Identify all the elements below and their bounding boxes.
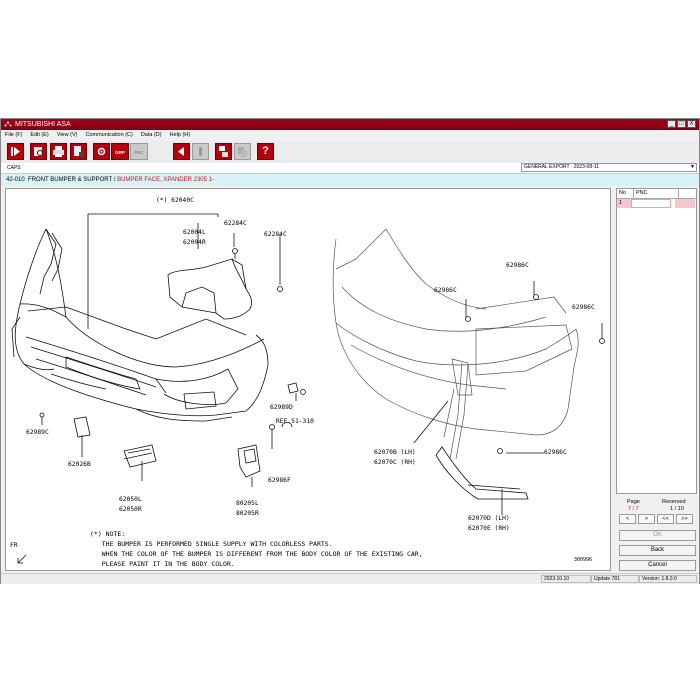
catalog-date: 2023-08-11: [573, 164, 599, 170]
caps-row: CAPS GENERAL EXPORT 2023-08-11 ▼: [1, 163, 699, 174]
toolbar: GRP PNC ?: [1, 141, 699, 164]
column-no[interactable]: No: [617, 189, 634, 198]
label-62989c[interactable]: 62989C: [26, 429, 49, 436]
current-illustration: BUMPER FACE, XPANDER 2305 1-: [117, 177, 214, 183]
print-preview-icon[interactable]: [30, 143, 47, 160]
exit-icon[interactable]: [7, 143, 24, 160]
bumper-illustration: [11, 213, 605, 564]
label-62284c[interactable]: 62284C: [224, 220, 247, 227]
label-62040c[interactable]: (*) 62040C: [156, 197, 194, 204]
menu-help[interactable]: Help (H): [169, 132, 191, 138]
group-name[interactable]: FRONT BUMPER & SUPPORT: [28, 177, 113, 183]
status-date: 2023.10.10: [541, 575, 591, 583]
menu-edit[interactable]: Edit (E): [30, 132, 49, 138]
window-controls: _ □ X: [667, 120, 696, 128]
group-code: 42-010: [6, 177, 25, 183]
help-icon[interactable]: ?: [257, 143, 274, 160]
page-value: 7 / 7: [628, 506, 639, 512]
pnc-list: No PNC 1: [616, 188, 697, 494]
label-62070d[interactable]: 62070D (LH): [468, 515, 510, 522]
status-bar: 2023.10.10 Update 781 Version: 1.8.0.0: [1, 573, 699, 584]
settings-icon[interactable]: [93, 143, 110, 160]
menu-view[interactable]: View (V): [56, 132, 78, 138]
label-62986c-4[interactable]: 62986C: [544, 449, 567, 456]
label-62050r[interactable]: 62050R: [119, 506, 142, 513]
print-icon[interactable]: [50, 143, 67, 160]
label-62070c[interactable]: 62070C (RH): [374, 459, 416, 466]
breadcrumb: 42-010 FRONT BUMPER & SUPPORT / BUMPER F…: [1, 174, 699, 186]
breadcrumb-separator: /: [112, 177, 118, 183]
label-62070e[interactable]: 62070E (RH): [468, 525, 510, 532]
column-pnc[interactable]: PNC: [634, 189, 679, 198]
notes-icon[interactable]: [215, 143, 232, 160]
menu-file[interactable]: File (F): [5, 132, 23, 138]
label-62004r[interactable]: 62004R: [183, 239, 206, 246]
page-navigation: < > << >>: [619, 514, 693, 524]
cancel-button[interactable]: Cancel: [619, 560, 696, 571]
status-version: Version: 1.8.0.0: [639, 575, 697, 583]
ok-button[interactable]: OK: [619, 530, 696, 541]
label-62986c[interactable]: 62986C: [506, 262, 529, 269]
diagram-note: (*) NOTE: THE BUMPER IS PERFORMED SINGLE…: [90, 530, 423, 568]
label-62989d[interactable]: 62989D: [270, 404, 293, 411]
pnc-row-no: 1: [617, 199, 631, 208]
status-update: Update 781: [591, 575, 639, 583]
label-62004l[interactable]: 62004L: [183, 229, 206, 236]
pnc-row[interactable]: 1: [617, 199, 696, 208]
print-setup-icon[interactable]: [70, 143, 87, 160]
caps-tab[interactable]: CAPS: [7, 165, 21, 171]
title-bar: MITSUBISHI ASA _ □ X: [1, 119, 699, 130]
label-62986c-3[interactable]: 62986C: [572, 304, 595, 311]
page-caption: Page: [627, 499, 640, 505]
next-reserved-button[interactable]: >>: [676, 514, 693, 524]
copy-icon[interactable]: [234, 143, 251, 160]
label-80205l[interactable]: 80205L: [236, 500, 259, 507]
label-62284c-2[interactable]: 62284C: [264, 231, 287, 238]
label-ref-51-310[interactable]: REF.51-310: [276, 418, 314, 425]
info-icon[interactable]: [192, 143, 209, 160]
illustration-code: 300996: [574, 557, 593, 563]
prev-reserved-button[interactable]: <<: [657, 514, 674, 524]
window-title: MITSUBISHI ASA: [15, 121, 71, 128]
label-62050l[interactable]: 62050L: [119, 496, 142, 503]
pnc-panel: No PNC 1 Page 7 / 7 Reserved 1 / 10 < > …: [616, 188, 697, 573]
back-arrow-icon[interactable]: [173, 143, 190, 160]
label-62986c-2[interactable]: 62986C: [434, 287, 457, 294]
pnc-button[interactable]: PNC: [130, 143, 148, 160]
label-62070b[interactable]: 62070B (LH): [374, 449, 416, 456]
menu-data[interactable]: Data (D): [140, 132, 162, 138]
minimize-button[interactable]: _: [667, 120, 676, 128]
reserved-value: 1 / 10: [670, 506, 684, 512]
menu-bar: File (F) Edit (E) View (V) Communication…: [1, 130, 699, 140]
back-button[interactable]: Back: [619, 545, 696, 556]
menu-communication[interactable]: Communication (C): [85, 132, 133, 138]
pnc-row-extra: [675, 199, 695, 208]
front-direction-label: FR: [10, 542, 18, 549]
pnc-row-input[interactable]: [631, 199, 671, 208]
prev-page-button[interactable]: <: [619, 514, 636, 524]
close-button[interactable]: X: [687, 120, 696, 128]
chevron-down-icon: ▼: [690, 164, 695, 170]
mitsubishi-logo-icon: [4, 121, 12, 127]
parts-diagram[interactable]: (*) 62040C 62004L 62004R 62284C 62284C 6…: [5, 188, 611, 571]
app-window: MITSUBISHI ASA _ □ X File (F) Edit (E) V…: [0, 118, 700, 584]
catalog-name: GENERAL EXPORT: [524, 164, 570, 170]
pnc-list-header: No PNC: [617, 189, 696, 199]
catalog-select[interactable]: GENERAL EXPORT 2023-08-11 ▼: [521, 163, 697, 172]
maximize-button[interactable]: □: [677, 120, 686, 128]
next-page-button[interactable]: >: [638, 514, 655, 524]
reserved-caption: Reserved: [662, 499, 686, 505]
label-62026b[interactable]: 62026B: [68, 461, 91, 468]
label-80205r[interactable]: 80205R: [236, 510, 259, 517]
grp-button[interactable]: GRP: [111, 143, 129, 160]
label-62986f[interactable]: 62986F: [268, 477, 291, 484]
